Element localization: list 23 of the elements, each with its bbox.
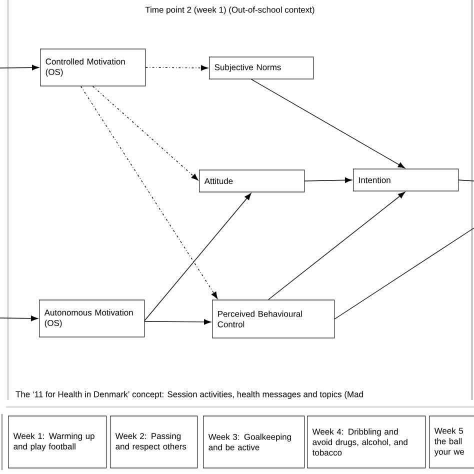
arrow	[145, 65, 208, 71]
section-title: Time point 2 (week 1) (Out-of-school context)	[145, 6, 314, 14]
arrow	[251, 79, 405, 168]
arrow	[144, 193, 252, 321]
arrow	[304, 177, 352, 183]
section-title: The ‘11 for Health in Denmark’ concept: Session activities, health messages and topics (Mad	[16, 391, 363, 399]
construct-box: Attitude	[199, 170, 305, 192]
construct-box: Autonomous Motivation (OS)	[39, 300, 145, 338]
week-box: Week 5 the ball your we	[429, 416, 474, 468]
week-box: Week 3: Goalkeeping and be active	[203, 416, 305, 468]
construct-box: Perceived Behavioural Control	[212, 300, 335, 338]
arrow	[144, 319, 211, 325]
arrow	[0, 64, 39, 70]
arrow	[268, 192, 406, 300]
arrow	[0, 316, 38, 322]
week-box: Week 4: Dribbling and avoid drugs, alcohol, and tobacco	[307, 416, 426, 468]
week-box: Week 2: Passing and respect others	[110, 416, 198, 468]
arrow	[80, 86, 218, 299]
construct-box: Controlled Motivation (OS)	[40, 48, 146, 86]
arrow	[92, 86, 198, 180]
construct-box: Subjective Norms	[209, 56, 314, 80]
construct-box: Intention	[353, 168, 459, 192]
week-box: Week 1: Warming up and play football	[8, 416, 107, 468]
